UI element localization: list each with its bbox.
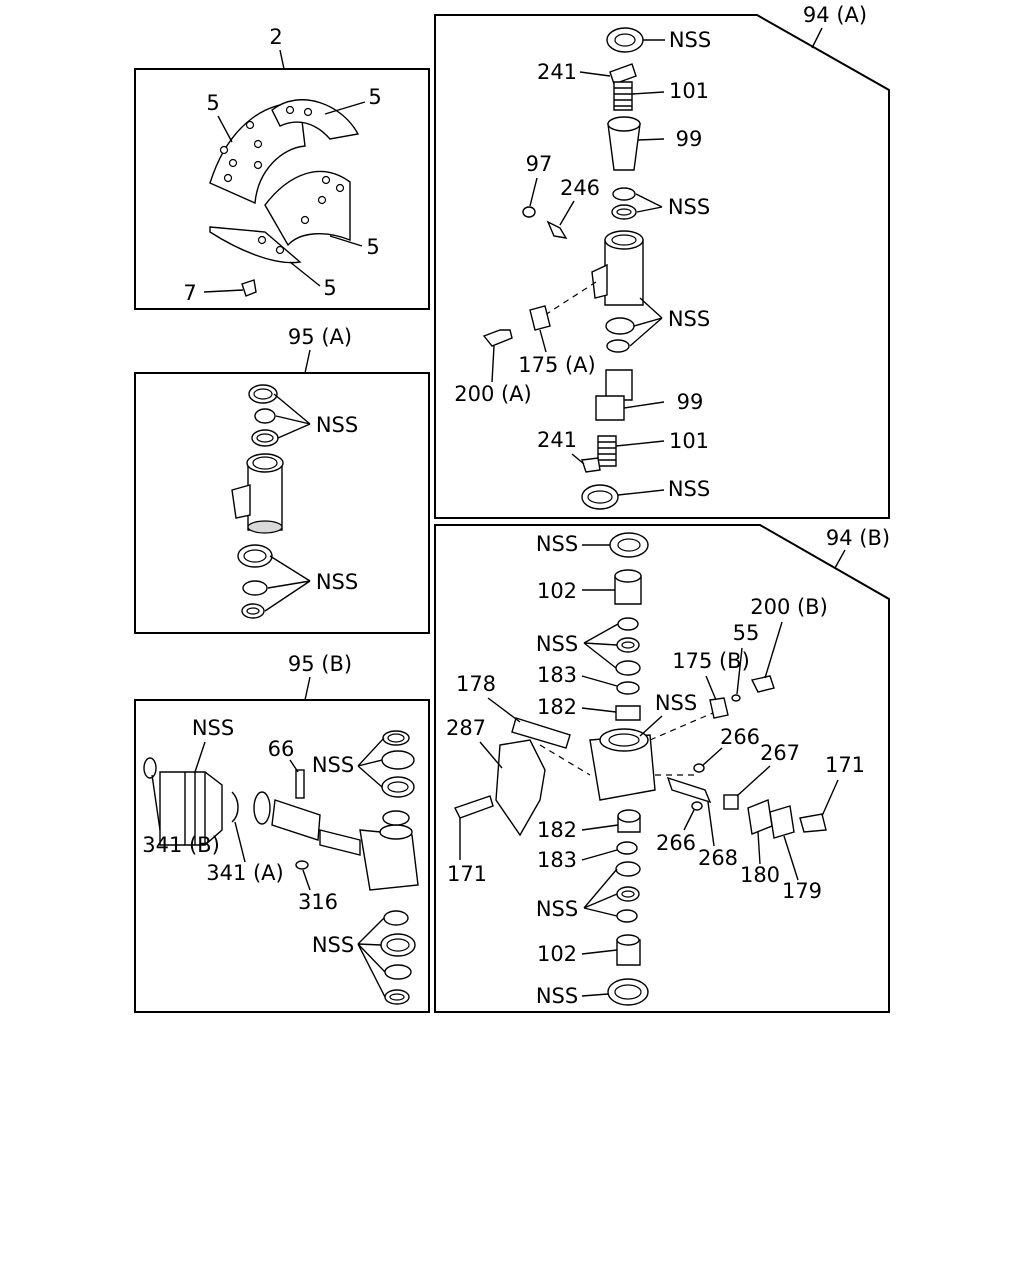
brake-lining-lower-left	[209, 226, 302, 264]
label-180: 180	[740, 863, 780, 887]
label-97: 97	[526, 152, 553, 176]
label-nss-top-b: NSS	[536, 532, 578, 556]
label-341b: 341 (B)	[142, 833, 220, 857]
label-171-left: 171	[447, 862, 487, 886]
label-200b: 200 (B)	[750, 595, 828, 619]
label-nss-lower-b: NSS	[312, 933, 354, 957]
label-182-top: 182	[537, 695, 577, 719]
label-nss-boot: NSS	[192, 716, 234, 740]
label-101-bottom: 101	[669, 429, 709, 453]
label-241-bottom: 241	[537, 428, 577, 452]
panel-2: 2 5 5 5 5 7	[134, 25, 430, 310]
label-268: 268	[698, 846, 738, 870]
panel-94a: 94 (A) NSS	[434, 3, 890, 519]
label-nss-upper-b: NSS	[312, 753, 354, 777]
label-102-top: 102	[537, 579, 577, 603]
label-99-bottom: 99	[677, 390, 704, 414]
panel-95a-frame	[134, 372, 430, 634]
valve-body-a	[604, 239, 644, 306]
label-nss-bottom-b: NSS	[536, 984, 578, 1008]
label-287: 287	[446, 716, 486, 740]
label-341a: 341 (A)	[206, 861, 284, 885]
label-182-bottom: 182	[537, 818, 577, 842]
label-241-top: 241	[537, 60, 577, 84]
label-nss-body-b: NSS	[655, 691, 697, 715]
label-5-b: 5	[368, 85, 381, 109]
panel-95b: 95 (B) NSS 66 NSS 341 (B) 341 (A)	[134, 652, 430, 1013]
label-266-top: 266	[720, 725, 760, 749]
panel-95a: 95 (A) NSS NSS	[134, 325, 430, 634]
label-nss-bottom-a: NSS	[668, 477, 710, 501]
panel-95a-title: 95 (A)	[288, 325, 352, 349]
rivet-holes	[219, 105, 345, 255]
label-183-bottom: 183	[537, 848, 577, 872]
panel-2-frame	[134, 68, 430, 310]
label-5-d: 5	[323, 276, 336, 300]
panel-94b-frame	[434, 524, 890, 1013]
label-316: 316	[298, 890, 338, 914]
label-nss-top-a: NSS	[669, 28, 711, 52]
label-102-bottom: 102	[537, 942, 577, 966]
panel-95b-title: 95 (B)	[288, 652, 352, 676]
label-99-top: 99	[676, 127, 703, 151]
label-179: 179	[782, 879, 822, 903]
panel-94a-title: 94 (A)	[803, 3, 867, 27]
label-7: 7	[183, 281, 196, 305]
label-nss-lower: NSS	[316, 570, 358, 594]
brake-lining-lower-right	[264, 170, 351, 247]
label-nss-seals-b: NSS	[536, 632, 578, 656]
panel-2-title: 2	[269, 25, 282, 49]
label-5-c: 5	[366, 235, 379, 259]
label-nss-upper: NSS	[316, 413, 358, 437]
valve-body	[247, 462, 283, 531]
label-66: 66	[268, 737, 295, 761]
panel-94b-title: 94 (B)	[826, 526, 890, 550]
panel-95b-frame	[134, 699, 430, 1013]
label-267: 267	[760, 741, 800, 765]
label-266-bottom: 266	[656, 831, 696, 855]
label-175a: 175 (A)	[518, 353, 596, 377]
panel-94a-frame	[434, 14, 890, 519]
label-246: 246	[560, 176, 600, 200]
label-200a: 200 (A)	[454, 382, 532, 406]
shield-287	[495, 739, 546, 837]
label-171-right: 171	[825, 753, 865, 777]
label-101-top: 101	[669, 79, 709, 103]
label-183-top: 183	[537, 663, 577, 687]
label-55: 55	[733, 621, 760, 645]
label-nss-mid-a: NSS	[668, 307, 710, 331]
label-nss-seals-a: NSS	[668, 195, 710, 219]
label-178: 178	[456, 672, 496, 696]
label-5-a: 5	[206, 91, 219, 115]
panel-94b: 94 (B)	[434, 524, 890, 1013]
rivet-7	[241, 279, 257, 297]
label-175b: 175 (B)	[672, 649, 750, 673]
label-nss-lower-seals-b: NSS	[536, 897, 578, 921]
